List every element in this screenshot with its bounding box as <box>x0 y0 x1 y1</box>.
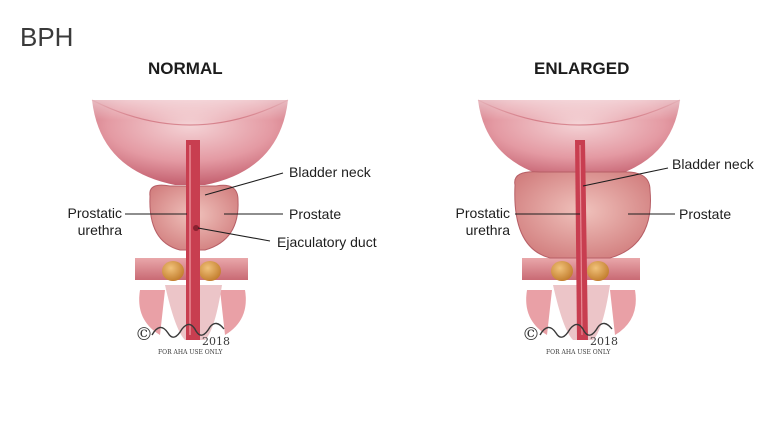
svg-text:©: © <box>135 324 153 345</box>
enlarged-signature-year: 2018 <box>590 335 618 348</box>
normal-gland-right <box>199 261 221 281</box>
normal-signature-note: FOR AHA USE ONLY <box>158 349 223 356</box>
enlarged-prostatic-urethra-label: Prostatic urethra <box>432 205 510 239</box>
svg-text:©: © <box>522 324 540 345</box>
enlarged-bladder-neck-label: Bladder neck <box>672 156 754 172</box>
page-title: BPH <box>20 22 74 52</box>
normal-leader-lines <box>125 172 284 242</box>
normal-signature: © <box>135 322 225 345</box>
normal-anatomy <box>80 80 300 340</box>
normal-prostate-label: Prostate <box>289 206 342 222</box>
normal-gland-left <box>162 261 184 281</box>
normal-ejaculatory-duct-label: Ejaculatory duct <box>277 234 377 250</box>
enlarged-prostatic-urethra-line1: Prostatic <box>455 205 510 221</box>
normal-prostatic-urethra-line2: urethra <box>77 222 122 238</box>
enlarged-anatomy <box>466 80 692 340</box>
enlarged-prostate-label: Prostate <box>679 206 732 222</box>
enlarged-gland-left <box>551 261 573 281</box>
normal-bladder-neck-label: Bladder neck <box>289 164 371 180</box>
normal-ejaculatory-duct-mark <box>193 225 199 231</box>
normal-prostatic-urethra-label: Prostatic urethra <box>44 205 122 239</box>
enlarged-leader-lines <box>515 167 675 215</box>
enlarged-prostatic-urethra-line2: urethra <box>465 222 510 238</box>
enlarged-signature-note: FOR AHA USE ONLY <box>546 349 611 356</box>
normal-signature-year: 2018 <box>202 335 230 348</box>
normal-prostatic-urethra-line1: Prostatic <box>67 205 122 221</box>
enlarged-signature: © <box>522 322 613 345</box>
enlarged-gland-right <box>587 261 609 281</box>
normal-urethra <box>186 140 200 340</box>
normal-heading: NORMAL <box>148 59 223 78</box>
enlarged-heading: ENLARGED <box>534 59 630 78</box>
